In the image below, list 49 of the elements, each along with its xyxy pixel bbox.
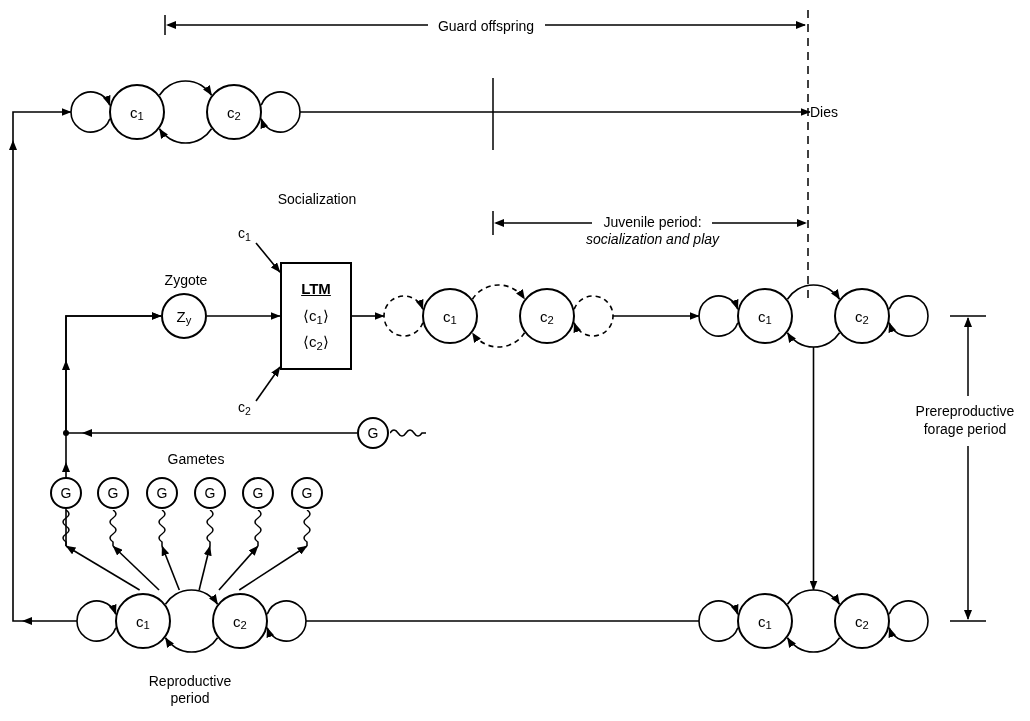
- arrow: [888, 600, 929, 642]
- arrow: [698, 600, 739, 642]
- box-heading: LTM: [301, 279, 331, 300]
- node-caption: Reproductive period: [147, 673, 233, 707]
- label: Socialization: [276, 190, 358, 209]
- node-caption: Zygote: [163, 272, 209, 289]
- node-label: Dies: [810, 105, 838, 119]
- arrow: [471, 332, 526, 348]
- arrow: [786, 589, 841, 605]
- arrow: [9, 108, 78, 625]
- arrow: [158, 128, 213, 144]
- label: Guard offspring: [436, 17, 536, 36]
- label: Prereproductive forage period: [914, 402, 1016, 438]
- arrow: [164, 589, 219, 605]
- arrow: [786, 637, 841, 653]
- arrow: [112, 545, 160, 591]
- arrow: [65, 312, 358, 437]
- arrow: [158, 80, 213, 96]
- arrow: [255, 242, 281, 273]
- arrow: [383, 295, 424, 337]
- arrow: [786, 332, 841, 348]
- arrow: [218, 545, 259, 591]
- arrow: [573, 295, 614, 337]
- arrow: [351, 312, 385, 320]
- box-entry: ⟨c$_{2}$⟩: [303, 332, 329, 354]
- arrow: [76, 600, 117, 642]
- arrow: [65, 545, 141, 591]
- node-label: c$_{1}$: [238, 226, 251, 240]
- arrow: [471, 284, 526, 300]
- node-label: c$_{2}$: [238, 400, 251, 414]
- label: Gametes: [166, 450, 226, 469]
- box-entry: ⟨c$_{1}$⟩: [303, 305, 329, 328]
- arrow: [70, 91, 111, 133]
- arrow: [612, 312, 700, 320]
- arrow: [266, 600, 307, 642]
- label: Juvenile period: socialization and play: [585, 214, 720, 248]
- arrow: [809, 346, 818, 591]
- arrow: [238, 545, 308, 591]
- arrow: [299, 108, 811, 116]
- arrow: [164, 637, 219, 653]
- arrow: [198, 545, 212, 591]
- arrow: [786, 284, 841, 300]
- arrow: [698, 295, 739, 337]
- arrow: [255, 366, 281, 402]
- arrow: [206, 312, 281, 320]
- arrow: [888, 295, 929, 337]
- arrow: [161, 545, 181, 591]
- arrow: [260, 91, 301, 133]
- memory-box: [280, 262, 352, 370]
